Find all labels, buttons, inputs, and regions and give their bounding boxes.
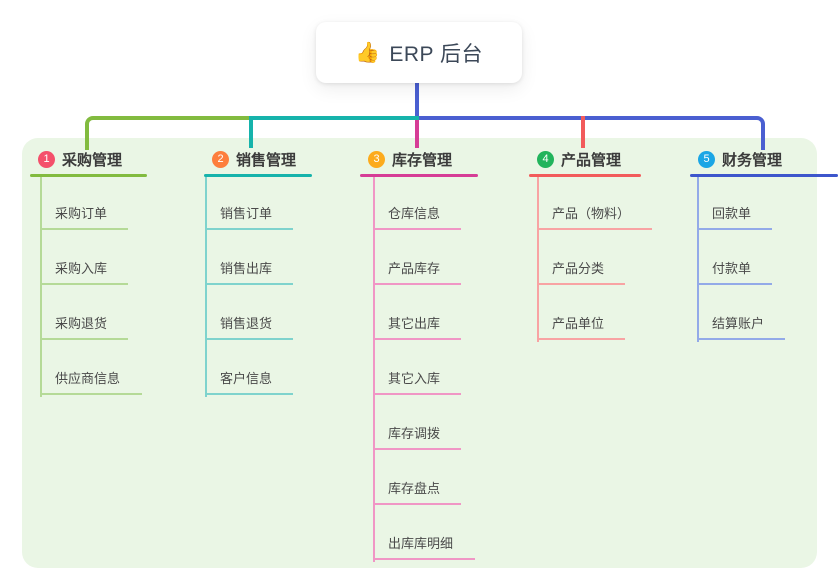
child-node-库存调拨[interactable]: 库存调拨	[373, 422, 461, 450]
child-node-label: 供应商信息	[55, 371, 121, 386]
child-node-label: 客户信息	[220, 371, 273, 386]
child-node-label: 产品（物料）	[552, 206, 631, 221]
child-node-label: 出库库明细	[388, 536, 454, 551]
branch-number-badge: 2	[212, 150, 229, 168]
branch4-drop-line	[581, 116, 585, 148]
child-node-库存盘点[interactable]: 库存盘点	[373, 477, 461, 505]
child-node-采购入库[interactable]: 采购入库	[40, 257, 128, 285]
branch-title-库存管理[interactable]: 3 库存管理	[368, 148, 452, 170]
child-node-label: 仓库信息	[388, 206, 441, 221]
branch-title-label: 财务管理	[722, 151, 783, 169]
child-node-label: 付款单	[712, 261, 752, 276]
child-node-销售出库[interactable]: 销售出库	[205, 257, 293, 285]
branch-title-销售管理[interactable]: 2 销售管理	[212, 148, 296, 170]
branch-underline	[529, 174, 641, 177]
branch2-connector-line	[251, 116, 419, 120]
branch5-connector-elbow	[419, 116, 765, 150]
child-node-其它入库[interactable]: 其它入库	[373, 367, 461, 395]
branch-children-line	[205, 177, 207, 397]
child-node-label: 采购退货	[55, 316, 108, 331]
child-node-供应商信息[interactable]: 供应商信息	[40, 367, 142, 395]
branch-title-采购管理[interactable]: 1 采购管理	[38, 148, 122, 170]
child-node-采购订单[interactable]: 采购订单	[40, 202, 128, 230]
child-node-label: 产品单位	[552, 316, 605, 331]
child-node-label: 其它入库	[388, 371, 441, 386]
root-node-label: ERP 后台	[389, 42, 484, 66]
child-node-label: 采购订单	[55, 206, 108, 221]
branch-children-line	[40, 177, 42, 397]
child-node-label: 其它出库	[388, 316, 441, 331]
child-node-label: 采购入库	[55, 261, 108, 276]
branch-underline	[690, 174, 838, 177]
child-node-结算账户[interactable]: 结算账户	[697, 312, 785, 340]
branch-number-badge: 1	[38, 150, 55, 168]
branch1-connector-elbow	[85, 116, 251, 150]
root-node-erp[interactable]: 👍 ERP 后台	[316, 22, 522, 83]
thumbs-up-icon: 👍	[354, 41, 381, 64]
branch-title-label: 采购管理	[62, 151, 123, 169]
child-node-产品单位[interactable]: 产品单位	[537, 312, 625, 340]
branch-children-line	[373, 177, 375, 562]
branch-children-line	[697, 177, 699, 342]
branch-number-badge: 4	[537, 150, 554, 168]
child-node-label: 销售订单	[220, 206, 273, 221]
child-node-其它出库[interactable]: 其它出库	[373, 312, 461, 340]
branch-title-label: 库存管理	[392, 151, 453, 169]
branches-background-panel	[22, 138, 817, 568]
branch2-drop-line	[249, 116, 253, 148]
branch-number-badge: 3	[368, 150, 385, 168]
child-node-label: 产品分类	[552, 261, 605, 276]
branch-title-产品管理[interactable]: 4 产品管理	[537, 148, 621, 170]
child-node-label: 回款单	[712, 206, 752, 221]
child-node-产品（物料）[interactable]: 产品（物料）	[537, 202, 652, 230]
child-node-仓库信息[interactable]: 仓库信息	[373, 202, 461, 230]
branch-number-badge: 5	[698, 150, 715, 168]
child-node-销售订单[interactable]: 销售订单	[205, 202, 293, 230]
branch-children-line	[537, 177, 539, 342]
child-node-label: 销售退货	[220, 316, 273, 331]
branch-underline	[204, 174, 312, 177]
child-node-label: 库存盘点	[388, 481, 441, 496]
child-node-label: 库存调拨	[388, 426, 441, 441]
branch-title-label: 销售管理	[236, 151, 297, 169]
child-node-label: 销售出库	[220, 261, 273, 276]
branch-underline	[30, 174, 147, 177]
child-node-产品分类[interactable]: 产品分类	[537, 257, 625, 285]
branch-title-财务管理[interactable]: 5 财务管理	[698, 148, 782, 170]
branch-title-label: 产品管理	[561, 151, 622, 169]
branch-underline	[360, 174, 478, 177]
root-stem-line	[415, 83, 419, 119]
child-node-产品库存[interactable]: 产品库存	[373, 257, 461, 285]
child-node-客户信息[interactable]: 客户信息	[205, 367, 293, 395]
child-node-label: 产品库存	[388, 261, 441, 276]
child-node-label: 结算账户	[712, 316, 765, 331]
child-node-出库库明细[interactable]: 出库库明细	[373, 532, 475, 560]
child-node-销售退货[interactable]: 销售退货	[205, 312, 293, 340]
branch3-drop-line	[415, 120, 419, 148]
child-node-付款单[interactable]: 付款单	[697, 257, 772, 285]
child-node-采购退货[interactable]: 采购退货	[40, 312, 128, 340]
child-node-回款单[interactable]: 回款单	[697, 202, 772, 230]
